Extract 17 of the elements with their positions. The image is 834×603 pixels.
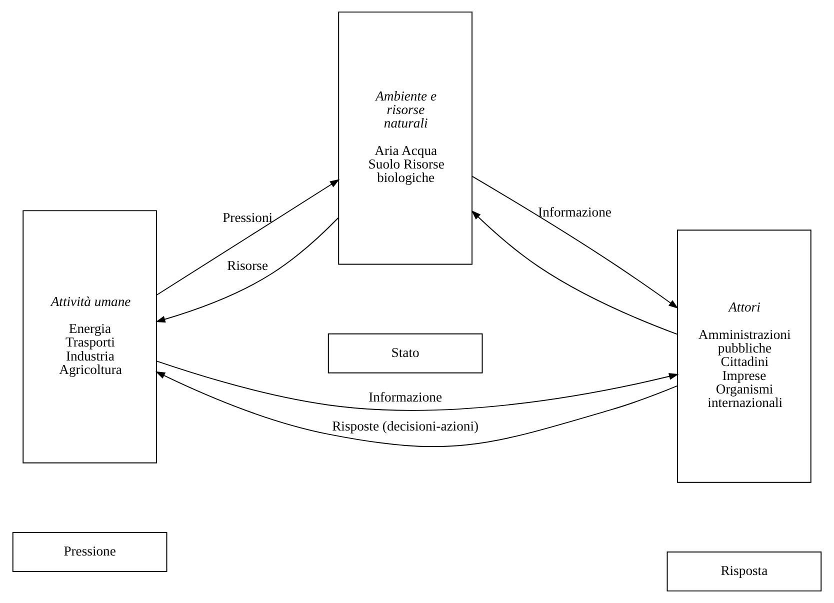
arrow bbox=[156, 217, 339, 323]
node-box: Attività umane Energia Trasporti Industria Agricoltura bbox=[22, 210, 158, 464]
node-box: Risposta bbox=[666, 552, 822, 592]
edge-label: Risorse bbox=[227, 258, 268, 273]
edge-label: Pressioni bbox=[222, 210, 273, 226]
arrow bbox=[156, 179, 340, 296]
node-box: Ambiente e risorse naturali Aria Acqua Suolo Risorse biologiche bbox=[338, 12, 472, 265]
edge-label: Informazione bbox=[368, 389, 442, 404]
node-box: Stato bbox=[328, 333, 483, 374]
node-box: Attori Amministrazioni pubbliche Cittadini Imprese Organismi internazionali bbox=[676, 230, 812, 483]
arrow bbox=[471, 210, 678, 335]
edge-label: Risposte (decisioni-azioni) bbox=[332, 418, 479, 434]
arrow bbox=[472, 176, 678, 309]
node-box: Pressione bbox=[12, 532, 168, 572]
arrow bbox=[156, 360, 679, 411]
edge-label: Informazione bbox=[538, 204, 612, 220]
arrow bbox=[155, 371, 678, 448]
